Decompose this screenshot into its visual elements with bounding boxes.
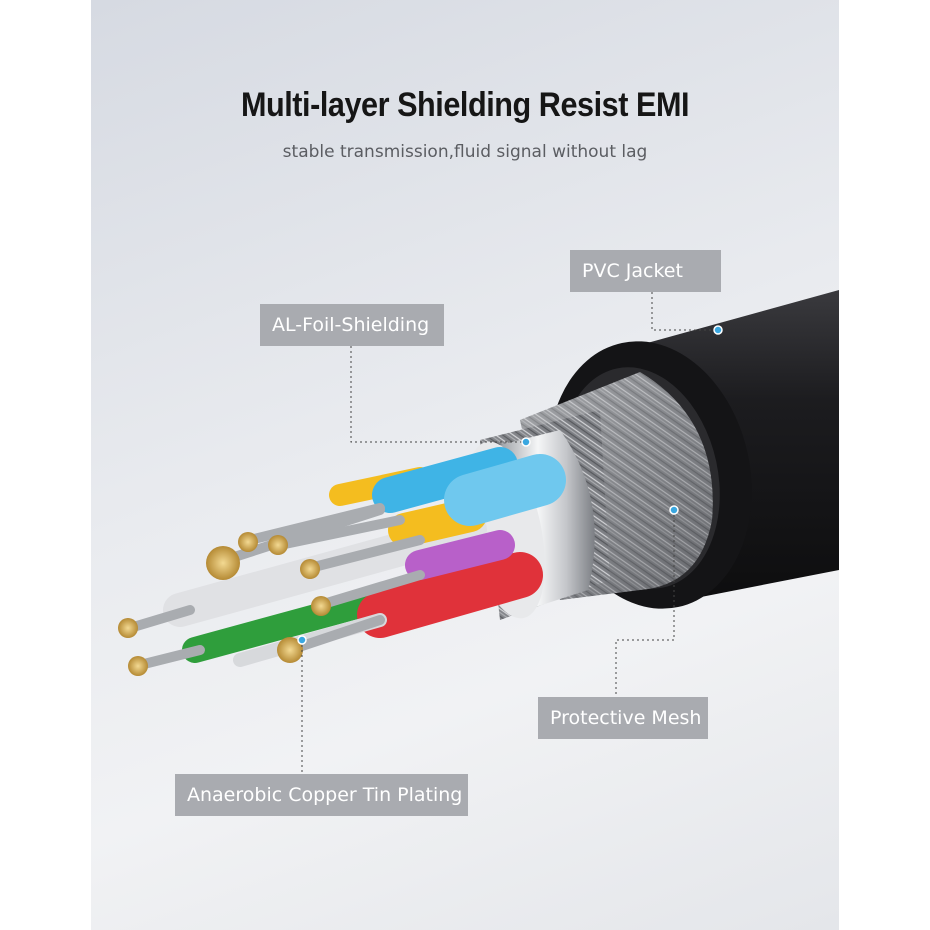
- al-foil-shielding-label: AL-Foil-Shielding: [260, 304, 444, 346]
- marker-dots: [297, 325, 723, 645]
- page-title: Multi-layer Shielding Resist EMI: [240, 86, 690, 124]
- leader-lines: [301, 292, 718, 773]
- copper-tin-plating-label: Anaerobic Copper Tin Plating: [175, 774, 468, 816]
- protective-mesh-label: Protective Mesh: [538, 697, 708, 739]
- copper-conductors: [125, 503, 425, 670]
- pvc-jacket-label: PVC Jacket: [570, 250, 721, 292]
- copper-wire-ends: [118, 532, 331, 676]
- page-subtitle: stable transmission,fluid signal without…: [282, 142, 648, 162]
